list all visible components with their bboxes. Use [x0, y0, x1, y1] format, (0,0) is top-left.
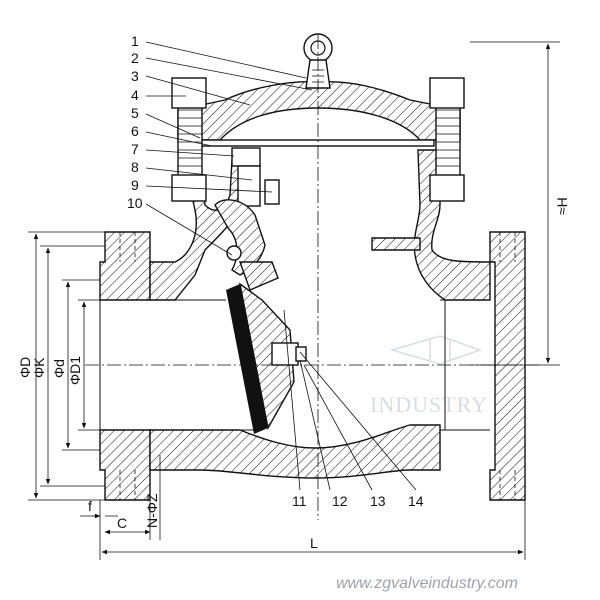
dimension-lines	[28, 41, 560, 560]
part-label-14: 14	[408, 493, 424, 509]
part-label-11: 11	[292, 493, 307, 509]
dim-phi-k: ΦK	[31, 357, 47, 378]
hinge-assembly	[214, 147, 280, 291]
part-label-13: 13	[370, 493, 386, 509]
part-label-6: 6	[131, 123, 139, 139]
leader-lines	[145, 41, 417, 491]
part-label-8: 8	[131, 159, 139, 175]
dim-phi-d-inner: Φd	[51, 359, 67, 378]
part-label-7: 7	[131, 141, 139, 157]
part-label-10: 10	[127, 195, 143, 211]
left-bolt	[171, 77, 207, 202]
part-label-1: 1	[131, 33, 139, 49]
watermark-logo: INDUSTRY	[370, 335, 488, 417]
dim-c: C	[117, 515, 127, 531]
gasket	[195, 139, 435, 147]
dimension-labels: ΦD ΦK Φd ΦD1 ≈H L f C N-ΦZ	[17, 197, 570, 551]
part-label-3: 3	[131, 68, 139, 84]
watermark-text: INDUSTRY	[370, 392, 488, 417]
right-bolt	[429, 77, 465, 202]
dim-f: f	[88, 498, 92, 514]
part-label-9: 9	[131, 177, 139, 193]
part-label-5: 5	[131, 105, 139, 121]
disc	[226, 282, 307, 434]
part-label-4: 4	[131, 87, 139, 103]
website-url: www.zgvalveindustry.com	[336, 575, 518, 592]
part-label-12: 12	[332, 493, 348, 509]
part-labels: 1 2 3 4 5 6 7 8 9 10 11 12 13 14	[127, 33, 424, 509]
dim-phi-d-outer: ΦD	[17, 357, 33, 378]
dim-n-phi-z: N-ΦZ	[144, 493, 160, 528]
dim-phi-d1: ΦD1	[67, 356, 83, 385]
part-label-2: 2	[131, 50, 139, 66]
dim-l: L	[310, 535, 318, 551]
valve-body	[99, 149, 526, 501]
dim-h: ≈H	[554, 197, 570, 215]
bonnet	[177, 33, 461, 141]
bore-right	[440, 299, 490, 431]
